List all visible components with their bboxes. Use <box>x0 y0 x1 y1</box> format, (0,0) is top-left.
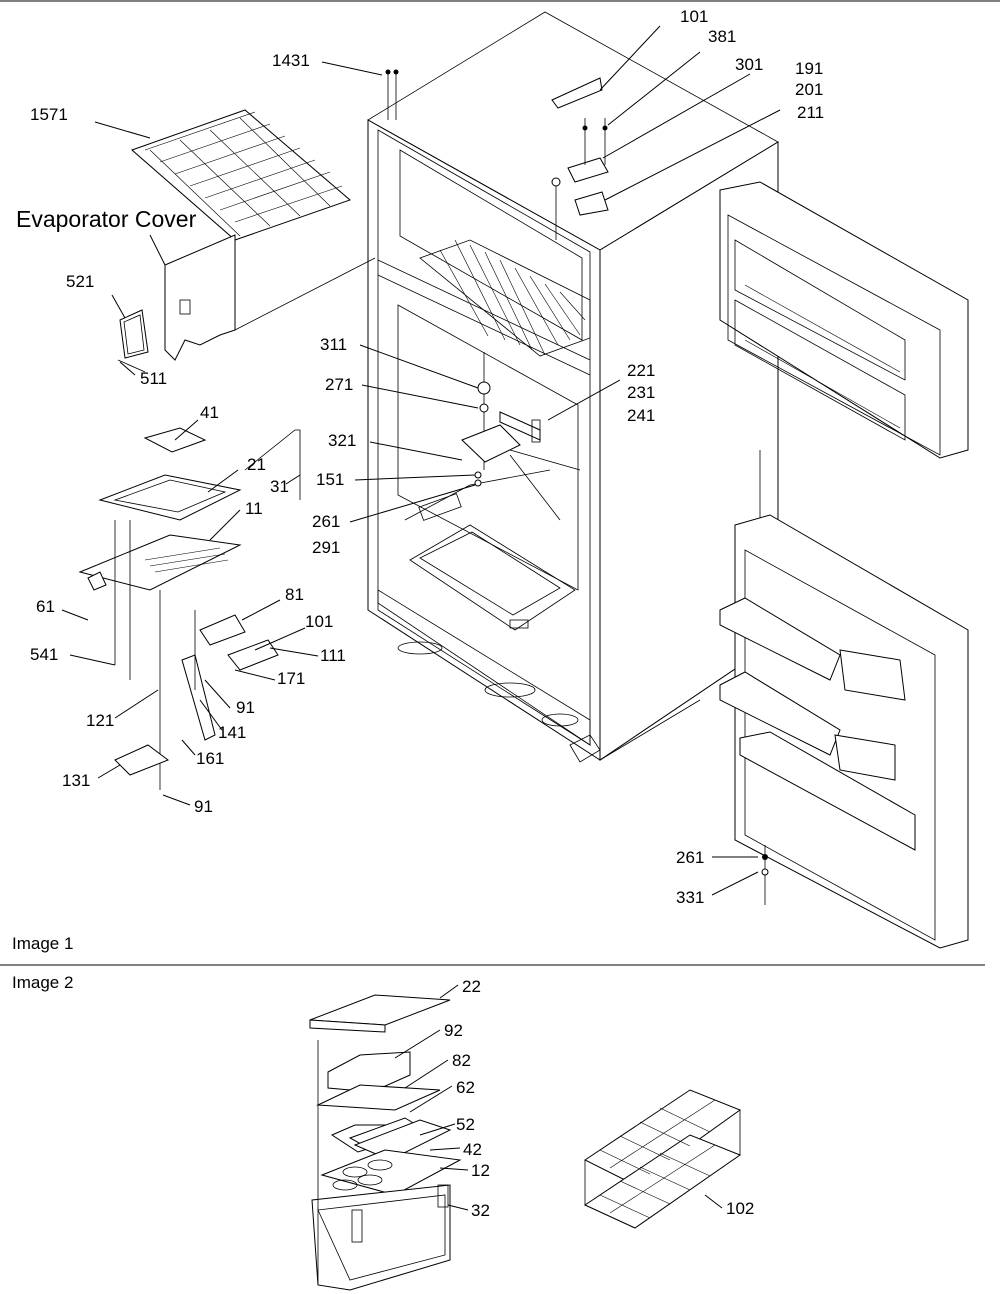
part-label: 321 <box>328 431 356 450</box>
freezer-shelf <box>131 109 351 241</box>
image1-leader-lines <box>61 25 781 896</box>
part-label: 211 <box>797 103 824 122</box>
part-label: 21 <box>247 455 266 474</box>
part-label: 221 <box>627 361 655 380</box>
part-label: 241 <box>627 406 655 425</box>
part-label: 121 <box>86 711 114 730</box>
part-label: 81 <box>285 585 304 604</box>
part-label: 41 <box>200 403 219 422</box>
door-bin-assembly <box>309 994 462 1291</box>
part-label: 141 <box>218 723 246 742</box>
part-label: 301 <box>735 55 763 74</box>
part-label: 11 <box>245 499 263 518</box>
image-1-caption: Image 1 <box>12 934 73 953</box>
freezer-door <box>719 181 969 520</box>
part-label: 61 <box>36 597 55 616</box>
part-label: 31 <box>270 477 289 496</box>
part-label: 91 <box>236 698 255 717</box>
part-label: 151 <box>316 470 344 489</box>
part-label: 12 <box>471 1161 490 1180</box>
fresh-food-door <box>599 514 969 949</box>
part-label: 261 <box>312 512 340 531</box>
middle-hinge-assembly <box>461 352 541 487</box>
part-label: 131 <box>62 771 90 790</box>
evaporator-cover-label: Evaporator Cover <box>16 206 197 232</box>
part-label: 82 <box>452 1051 471 1070</box>
part-label: 161 <box>196 749 224 768</box>
part-label: 381 <box>708 27 736 46</box>
part-label: 22 <box>462 977 481 996</box>
part-label: 101 <box>680 7 708 26</box>
part-label: 201 <box>795 80 823 99</box>
part-label: 1571 <box>30 105 68 124</box>
part-label: 102 <box>726 1199 754 1218</box>
evaporator-cover-part <box>117 234 376 373</box>
ice-tray-pair <box>583 1089 742 1229</box>
part-label: 42 <box>463 1140 482 1159</box>
part-label: 111 <box>320 646 346 665</box>
part-label: 1431 <box>272 51 310 70</box>
part-label: 62 <box>456 1078 475 1097</box>
part-label: 271 <box>325 375 353 394</box>
part-label: 261 <box>676 848 704 867</box>
part-label: 171 <box>277 669 305 688</box>
part-label: 521 <box>66 272 94 291</box>
part-label: 331 <box>676 888 704 907</box>
image2-part-labels: 22 92 82 62 52 42 12 32 102 <box>444 977 754 1220</box>
part-label: 52 <box>456 1115 475 1134</box>
image2-leader-lines <box>394 984 723 1211</box>
part-label: 511 <box>140 369 167 388</box>
part-label: 291 <box>312 538 340 557</box>
image1-part-labels: 1431 101 381 301 191 201 211 1571 Evapor… <box>12 7 824 953</box>
part-label: 101 <box>305 612 333 631</box>
control-housing-assembly <box>78 427 301 790</box>
part-label: 231 <box>627 383 655 402</box>
image-2-caption: Image 2 <box>12 973 73 992</box>
part-label: 191 <box>795 59 823 78</box>
part-label: 541 <box>30 645 58 664</box>
part-label: 92 <box>444 1021 463 1040</box>
part-label: 311 <box>320 335 347 354</box>
part-label: 32 <box>471 1201 490 1220</box>
part-label: 91 <box>194 797 213 816</box>
refrigerator-cabinet <box>367 11 779 763</box>
